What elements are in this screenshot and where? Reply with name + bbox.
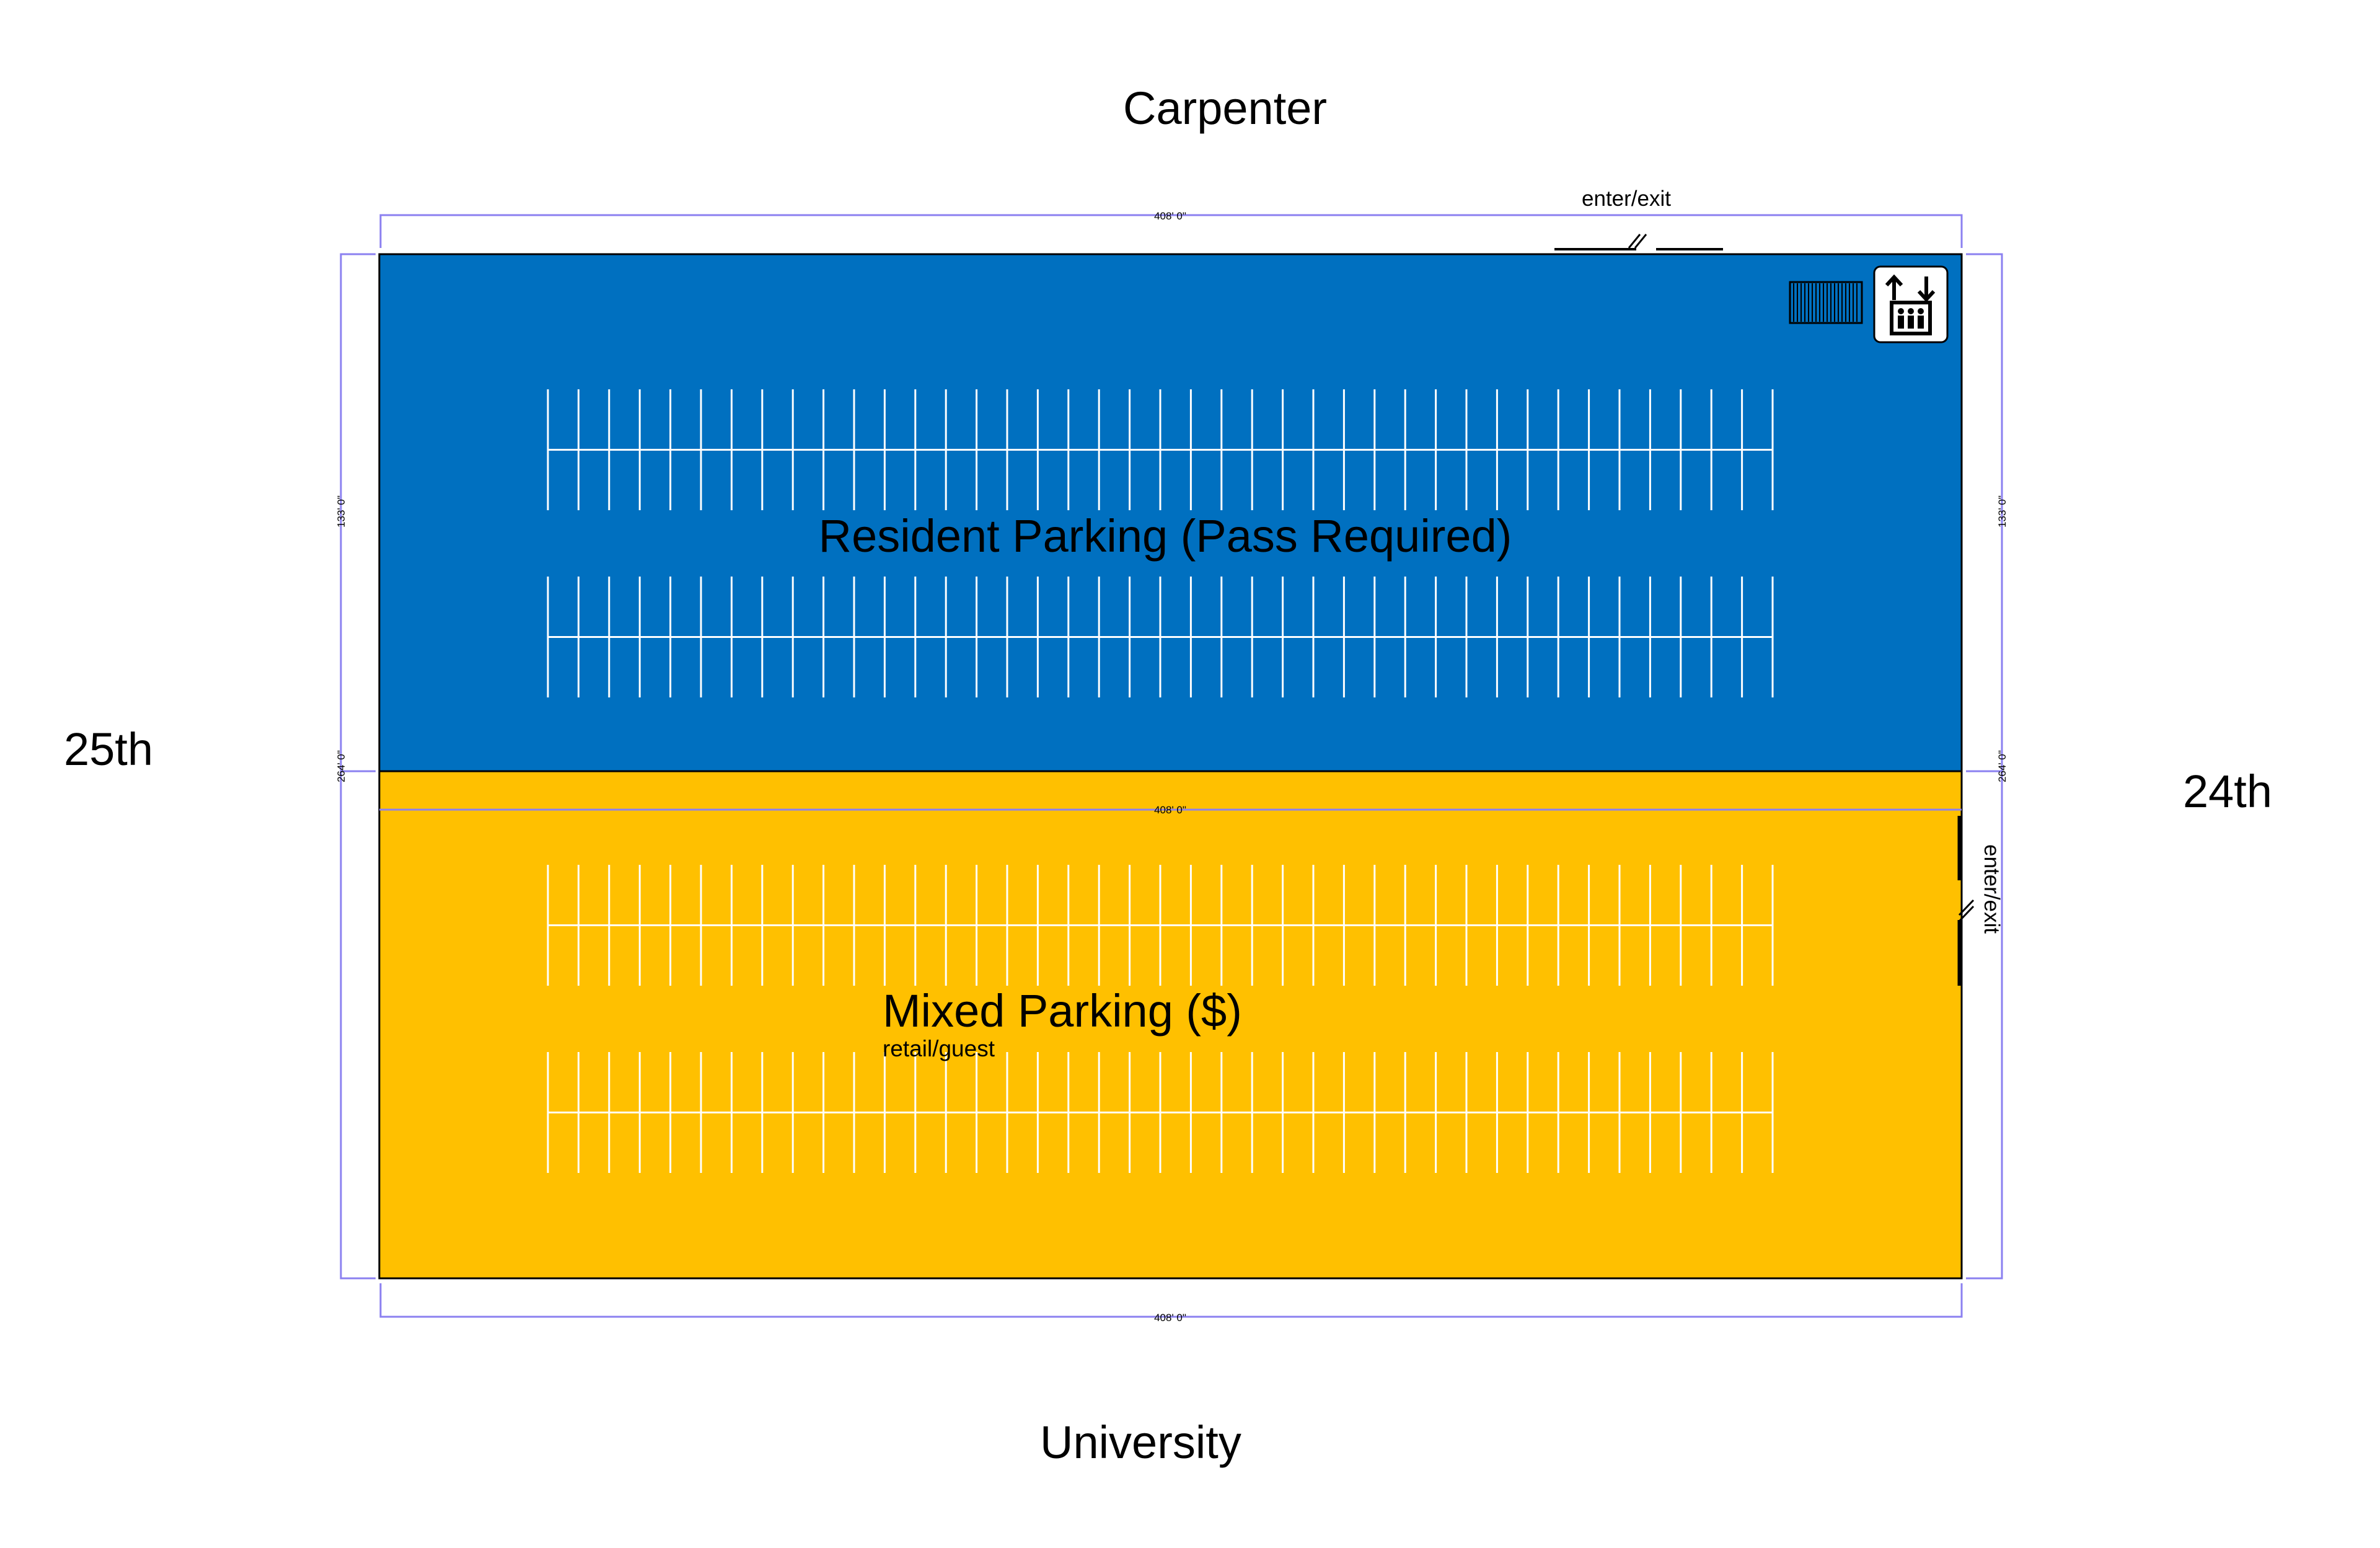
dimension-width-middle: 408' 0" (1154, 804, 1186, 816)
right-entrance (1957, 816, 1975, 986)
dimension-lines (340, 214, 2003, 1318)
street-label-bottom: University (1040, 1417, 1241, 1468)
elevator-icon (1873, 265, 1949, 343)
mixed-parking-zone (378, 770, 1963, 1280)
mixed-zone-sublabel: retail/guest (883, 1036, 995, 1061)
dimension-width-bottom: 408' 0" (1154, 1312, 1186, 1324)
dimension-height-left: 133' 0" (335, 495, 347, 528)
street-label-right: 24th (2183, 766, 2273, 817)
resident-stall-rows (547, 389, 1774, 697)
mixed-stall-rows (547, 865, 1774, 1173)
street-label-top: Carpenter (1123, 82, 1328, 134)
right-entrance-label: enter/exit (1980, 844, 2004, 934)
resident-zone-label: Resident Parking (Pass Required) (819, 510, 1512, 562)
street-label-left: 25th (64, 723, 154, 775)
dimension-height-right: 133' 0" (1996, 495, 2008, 528)
stairs-icon (1789, 281, 1863, 324)
mixed-zone-label: Mixed Parking ($) (883, 985, 1242, 1037)
resident-parking-zone (378, 253, 1963, 772)
dimension-width-top: 408' 0" (1154, 210, 1186, 222)
top-entrance (1554, 234, 1723, 250)
top-entrance-label: enter/exit (1582, 187, 1671, 211)
dimension-total-right: 264' 0" (1996, 750, 2008, 782)
dimension-total-left: 264' 0" (335, 750, 347, 782)
